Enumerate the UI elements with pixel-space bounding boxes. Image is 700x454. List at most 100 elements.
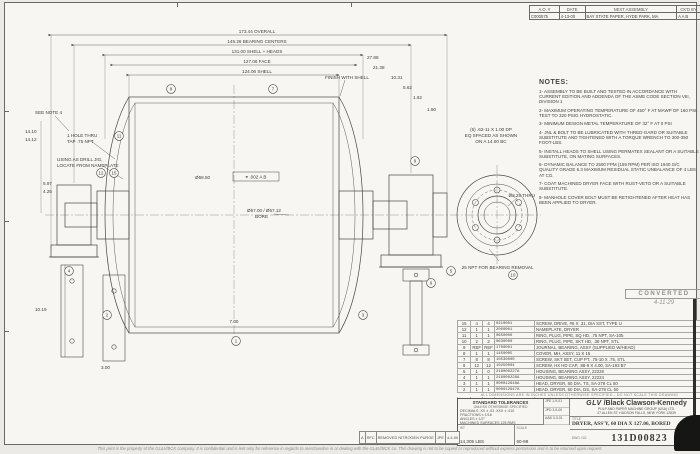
rev-next-assembly: BAY STATE PAPER, HYDE PARK, MA (584, 12, 678, 20)
label-finish-with-shell: FINISH WITH SHELL (325, 75, 369, 80)
dim-1031: 10.31 (391, 75, 403, 80)
company-block: GLV /Black Clawson-Kennedy PULP AND PAPE… (570, 399, 700, 417)
svg-text:12: 12 (99, 171, 104, 176)
title-block: STANDARD TOLERANCES UNLESS OTHERWISE SPE… (457, 398, 700, 446)
border-tick (4, 221, 9, 222)
rev-date: 4-13-00 (558, 12, 586, 20)
note-item: 6- DYNAMIC BALANCE TO 2500 FPM (159 RPM)… (539, 162, 696, 178)
weight-label: WT (460, 426, 465, 430)
svg-text:5: 5 (450, 269, 453, 274)
drawing-title: DRYER, ASS'Y, 60 DIA X 127.06, BORED (572, 421, 671, 427)
dim-150: 1.50 (427, 107, 436, 112)
stamp-date: 4-11-29 (653, 300, 675, 306)
stamp-block: CONVERTED 4-11-29 (625, 289, 700, 306)
rev-ckd-by: A A B (676, 12, 700, 20)
note-npt-bearing-removal: .25 NPT FOR BEARING REMOVAL (460, 265, 534, 270)
company-name: /Black Clawson-Kennedy (601, 400, 687, 407)
border-tick (4, 331, 9, 332)
balloon-9: 9 (410, 156, 420, 166)
note-drill-line2: LOCATE FROM NAMEPLATE (57, 163, 119, 168)
title-label: TITLE (572, 417, 581, 421)
svg-text:6: 6 (430, 281, 433, 286)
footer-fine-print: This print is the property of the GL&V/B… (97, 446, 603, 451)
note-item: 3- MINIMUM DESIGN METAL TEMPERATURE OF 3… (539, 121, 672, 127)
balloon-4: 4 (64, 266, 74, 276)
bottom-rev-date: 4-4-00 (444, 431, 461, 444)
svg-text:10: 10 (511, 273, 516, 278)
scale-value: 60-98 (516, 439, 529, 444)
revision-table-top: A.O. # DATE NEXT ASSEMBLY CK'D BY C00057… (529, 5, 700, 20)
glv-logo: GLV (586, 400, 602, 407)
rev-header-ckd: CK'D BY (676, 5, 700, 13)
note-item: 1- ASSEMBLY TO BE BUILT AND TESTED IN AC… (539, 89, 690, 105)
dim-1412: 14.12 (25, 137, 37, 142)
dim-1410: 14.10 (25, 129, 37, 134)
note-bolt-circle-line2: EQ SPACED AS SHOWN (465, 133, 518, 138)
drawing-number: 131D00823 (611, 432, 668, 444)
rev-header-date: DATE (558, 5, 586, 13)
note-item: 4- JNL & BOLT TO BE LUBRICATED WITH THRE… (539, 129, 689, 146)
note-bolt-circle-line1: (6) .62-11 X 1.00 DP (470, 127, 512, 132)
svg-text:1: 1 (235, 339, 238, 344)
rev-header-ao: A.O. # (529, 5, 560, 13)
tolerances-subtitle: UNLESS OTHERWISE SPECIFIED (473, 405, 528, 409)
weight-scale-row: WT 14,305 LBS SCALE 60-98 (458, 425, 570, 446)
svg-text:11: 11 (117, 134, 122, 139)
dim-shell: 124.06 SHELL (242, 69, 272, 74)
notes-panel: NOTES: 1- ASSEMBLY TO BE BUILT AND TESTE… (539, 79, 699, 208)
company-logo-line: GLV /Black Clawson-Kennedy (570, 400, 700, 408)
rev-ao-number: C000575 (529, 12, 560, 20)
balloon-7: 7 (268, 84, 278, 94)
feature-control-frame: ⌖ .002 A B (232, 171, 280, 182)
approval-row: AAB 3-3-01 (544, 416, 569, 425)
note-drill-line1: USING AS DRILL JIG, (57, 157, 103, 162)
note-item: 7- COAT MACHINED DRYER FACE WITH RUST-VE… (539, 180, 686, 192)
balloon-2: 2 (102, 310, 112, 320)
balloon-11: 11 (114, 131, 124, 141)
drawing-number-label: DWG. NO. (572, 436, 588, 440)
converted-stamp: CONVERTED (625, 289, 700, 299)
balloon-6: 6 (426, 278, 436, 288)
note-tap-line2: TAP .75 NPT (67, 139, 94, 144)
dimension-texts: 173.44 OVERALL 145.26 BEARING CENTERS 13… (25, 29, 535, 370)
dim-425: 4.25 (43, 189, 52, 194)
label-see-note-4: SEE NOTE 4 (35, 110, 63, 115)
tolerance-row: FRACTIONS ± 1/16 (460, 413, 492, 418)
dim-2138: 21.38 (373, 65, 385, 70)
dim-1019: 10.19 (35, 307, 47, 312)
notes-title: NOTES: (539, 79, 569, 86)
dim-300: 3.00 (101, 365, 110, 370)
dim-shell-heads: 131.00 SHELL + HEADS (232, 49, 283, 54)
balloon-5: 5 (446, 266, 456, 276)
company-group-line: PULP AND PAPER MACHINE GROUP (USA) LTD. (598, 407, 675, 411)
tolerance-row: DECIMALS .XX ± .03 .XXX ± .010 (460, 409, 515, 413)
dim-bore-value: Ø57.00 / Ø57.12 (247, 208, 281, 213)
dim-dia-shell: Ø58.50 (195, 175, 211, 180)
bottom-rev-code: RFC (364, 431, 377, 444)
bottom-rev-description: REMOVED NITROGEN PURGE (375, 431, 436, 444)
dim-bore-label: BORE (255, 214, 268, 219)
journal-end-view (456, 174, 538, 256)
dryer-assembly-drawing: ⌖ .002 A B 173.44 OVERALL 145.26 BEARING… (25, 29, 541, 370)
revision-strip-bottom: A RFC REMOVED NITROGEN PURGE JPE 4-4-00 (359, 431, 461, 444)
bottom-revision-row: A RFC REMOVED NITROGEN PURGE JPE 4-4-00 (359, 431, 461, 444)
dryer-body (49, 96, 448, 334)
rev-header-next-assembly: NEXT ASSEMBLY (584, 5, 678, 13)
dimension-lines (40, 33, 518, 262)
dim-face: 127.06 FACE (243, 59, 270, 64)
dim-2788: 27.88 (367, 55, 379, 60)
title-row: TITLE DRYER, ASS'Y, 60 DIA X 127.06, BOR… (570, 417, 700, 430)
svg-text:2: 2 (106, 313, 109, 318)
scale-label: SCALE (516, 426, 527, 430)
parts-list-note: ALL DIMENSIONS ARE IN INCHES UNLESS OTHE… (457, 393, 700, 397)
svg-text:8: 8 (170, 87, 173, 92)
notes-list: 1- ASSEMBLY TO BE BUILT AND TESTED IN AC… (539, 89, 699, 205)
border-tick (351, 2, 352, 7)
balloon-15: 15 (109, 168, 119, 178)
tolerance-row: MACHINED SURFACES 125 RMS (460, 421, 516, 426)
